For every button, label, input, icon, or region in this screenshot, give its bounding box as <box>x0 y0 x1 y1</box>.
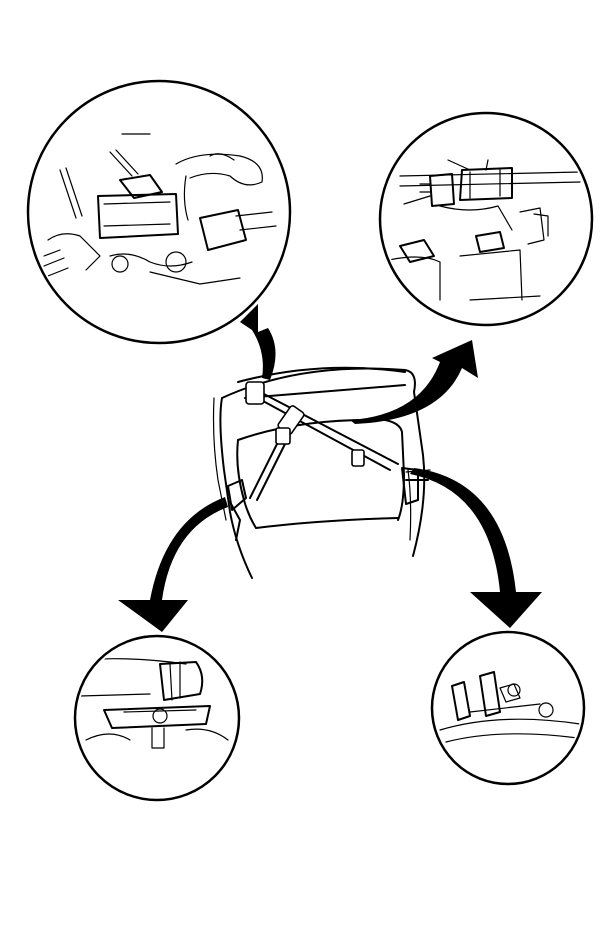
detail-circle-lower-right <box>430 630 586 786</box>
detail-circle-upper-right <box>378 111 594 327</box>
arrow-to-upper-left <box>240 304 276 380</box>
arrow-to-lower-left <box>118 497 228 632</box>
cab-frame-structure <box>212 366 431 579</box>
arrow-to-lower-right <box>410 468 542 628</box>
arrow-to-upper-right <box>350 340 478 424</box>
detail-circle-lower-left <box>73 634 241 802</box>
detail-circle-upper-left <box>26 79 292 345</box>
clamp-icon <box>245 381 265 405</box>
